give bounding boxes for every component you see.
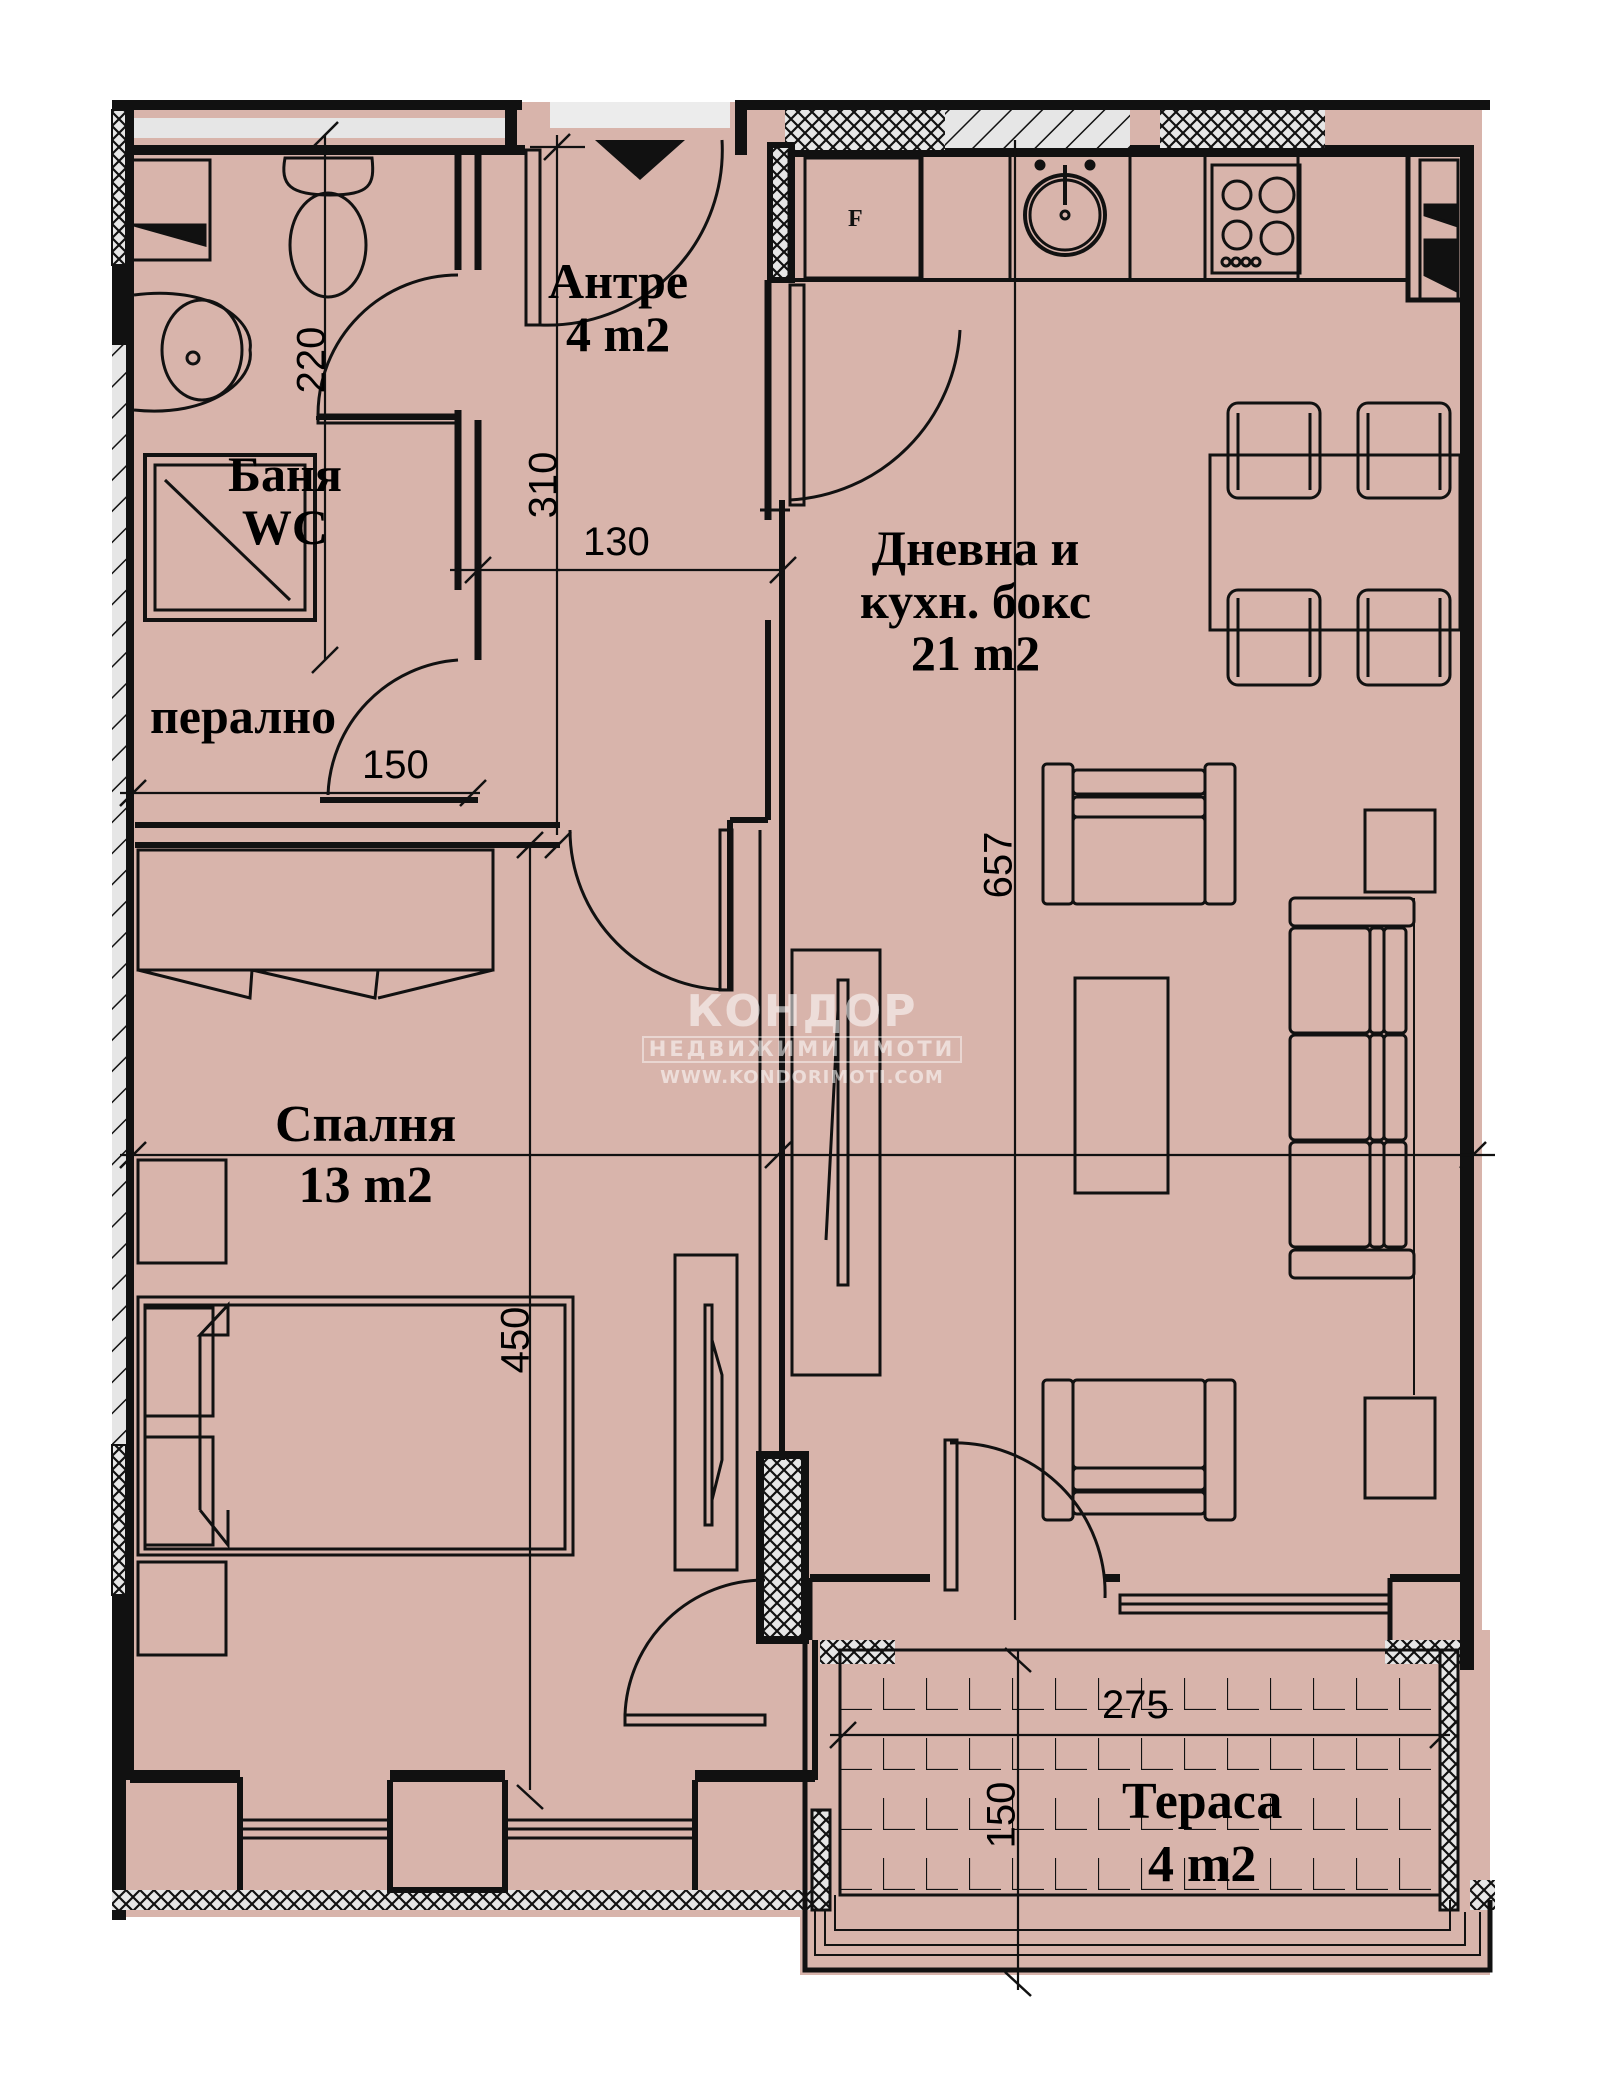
- terrace-area: 4 m2: [1148, 1835, 1257, 1893]
- room-label-bedroom: Спалня 13 m2: [275, 1096, 457, 1214]
- dimension-terrace-width: 275: [1102, 1683, 1169, 1727]
- room-label-terrace: Тераса 4 m2: [1122, 1773, 1283, 1893]
- armchair-icon: [1041, 1378, 1237, 1522]
- bathroom-name: Баня: [228, 446, 342, 502]
- room-label-living: Дневна и кухн. бокс 21 m2: [860, 522, 1091, 680]
- doors: [316, 139, 1107, 1727]
- watermark-subtitle: НЕДВИЖИМИ ИМОТИ: [642, 1036, 962, 1064]
- armchair-icon: [1041, 762, 1237, 906]
- hallway-area: 4 m2: [565, 305, 671, 362]
- double-bed-icon: [136, 1295, 575, 1557]
- chair-icon: [1356, 401, 1452, 500]
- living-area: 21 m2: [910, 625, 1041, 681]
- entrance-arrow-icon: [595, 140, 685, 180]
- living-furniture: [790, 762, 1437, 1522]
- chair-icon: [1226, 588, 1322, 687]
- watermark-logo: КОНДОР: [686, 986, 918, 1037]
- dimension-hallway-height: 310: [521, 451, 566, 519]
- terrace-name: Тераса: [1122, 1773, 1283, 1830]
- bathroom-wc: WC: [241, 498, 329, 555]
- dimension-laundry-width: 150: [362, 743, 429, 787]
- chair-icon: [1226, 401, 1322, 500]
- dining-table-icon: [1208, 453, 1462, 632]
- room-label-bathroom: Баня WC: [228, 448, 342, 553]
- wardrobe-icon: [136, 848, 495, 972]
- hallway-name: Антре: [548, 253, 689, 309]
- nightstand-icon: [136, 1560, 228, 1657]
- windows: [238, 1593, 1392, 1840]
- watermark-url: WWW.KONDORIMOTI.COM: [660, 1067, 944, 1089]
- watermark: КОНДОР НЕДВИЖИМИ ИМОТИ WWW.KONDORIMOTI.C…: [642, 990, 962, 1088]
- desk-icon: [673, 1253, 739, 1572]
- side-table-icon: [1363, 1396, 1437, 1500]
- terrace: [802, 1640, 1493, 1973]
- nightstand-icon: [136, 1158, 228, 1265]
- dimension-hallway-width: 130: [583, 520, 650, 564]
- bedroom-name: Спалня: [275, 1096, 457, 1153]
- toilet-tank-icon: [282, 156, 375, 197]
- dimension-bedroom-height: 450: [493, 1306, 538, 1374]
- dimension-terrace-depth: 150: [979, 1781, 1024, 1849]
- bedroom-furniture: [136, 848, 739, 1657]
- fridge-label: F: [848, 206, 863, 232]
- washbasin-icon: [160, 298, 244, 402]
- toilet-bowl-icon: [288, 191, 368, 299]
- sofa-icon: [1288, 896, 1416, 1395]
- pillow-icon: [143, 1435, 215, 1547]
- cooktop-icon: [1210, 163, 1302, 275]
- dimension-living-height: 657: [976, 831, 1021, 899]
- room-label-laundry: перално: [150, 688, 337, 744]
- living-name: Дневна и: [871, 520, 1080, 576]
- dimension-bathroom-height: 220: [289, 326, 334, 394]
- bedroom-area: 13 m2: [298, 1156, 433, 1214]
- dimension-lines: [119, 121, 1495, 1997]
- bathroom-fixtures: [133, 156, 375, 622]
- hatched-walls: [111, 109, 1495, 1912]
- chair-icon: [1356, 588, 1452, 687]
- kitchen-fixtures: [803, 150, 1460, 302]
- side-table-icon: [1363, 808, 1437, 894]
- coffee-table-icon: [1073, 976, 1170, 1195]
- shower-tray-icon: [143, 453, 317, 622]
- tv-unit-icon: [790, 948, 882, 1377]
- pillow-icon: [143, 1306, 215, 1418]
- sink-counter-icon: [133, 291, 252, 413]
- dining-set: [1208, 401, 1462, 687]
- fridge-icon: [803, 156, 922, 280]
- living-kitchen: кухн. бокс: [860, 572, 1092, 629]
- room-label-hallway: Антре 4 m2: [548, 255, 688, 360]
- interior-walls: [130, 150, 1460, 1893]
